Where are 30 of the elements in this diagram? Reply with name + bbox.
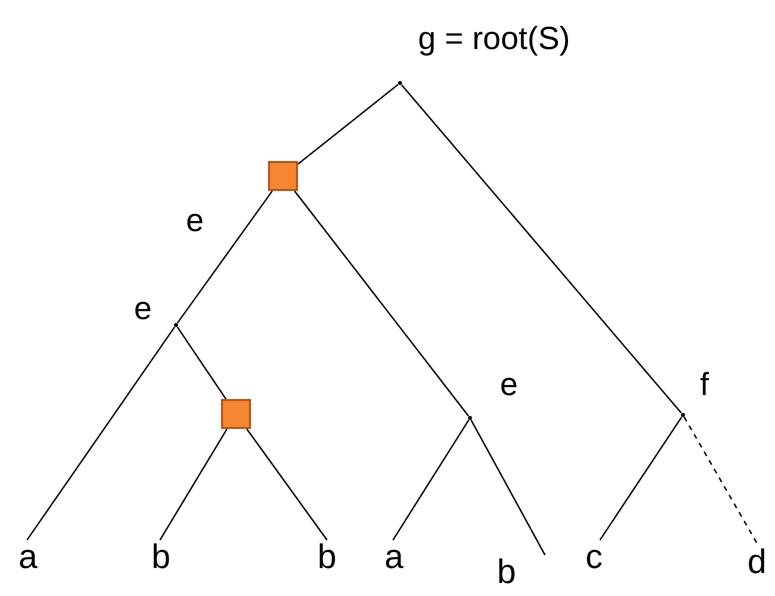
node-label: e [134, 292, 152, 324]
leaf-label: a [380, 540, 408, 574]
branch-line [599, 416, 682, 540]
branch-line [470, 420, 546, 556]
branch-point [681, 413, 685, 417]
branch-line [176, 326, 227, 400]
duplication-square [221, 399, 251, 429]
branch-point [468, 416, 472, 420]
leaf-label: a [14, 540, 42, 574]
branch-line [176, 190, 273, 324]
node-label: e [500, 368, 518, 400]
branch-line [401, 84, 682, 414]
branch-line [159, 428, 228, 540]
node-label: f [700, 368, 709, 400]
leaf-label: b [313, 540, 341, 574]
branch-line [26, 326, 176, 540]
branch-line [246, 428, 328, 540]
leaf-label: c [580, 540, 608, 574]
branch-line [298, 84, 398, 165]
duplication-square [268, 161, 298, 191]
branch-point [398, 81, 402, 85]
node-label: g = root(S) [418, 22, 570, 54]
branch-line [392, 420, 470, 540]
branch-line [294, 190, 470, 416]
edge-label: e [186, 204, 204, 236]
leaf-label: b [497, 555, 549, 589]
branch-line [684, 416, 759, 546]
leaf-label: d [742, 545, 772, 579]
branch-point [174, 323, 178, 327]
leaf-label: b [147, 540, 175, 574]
